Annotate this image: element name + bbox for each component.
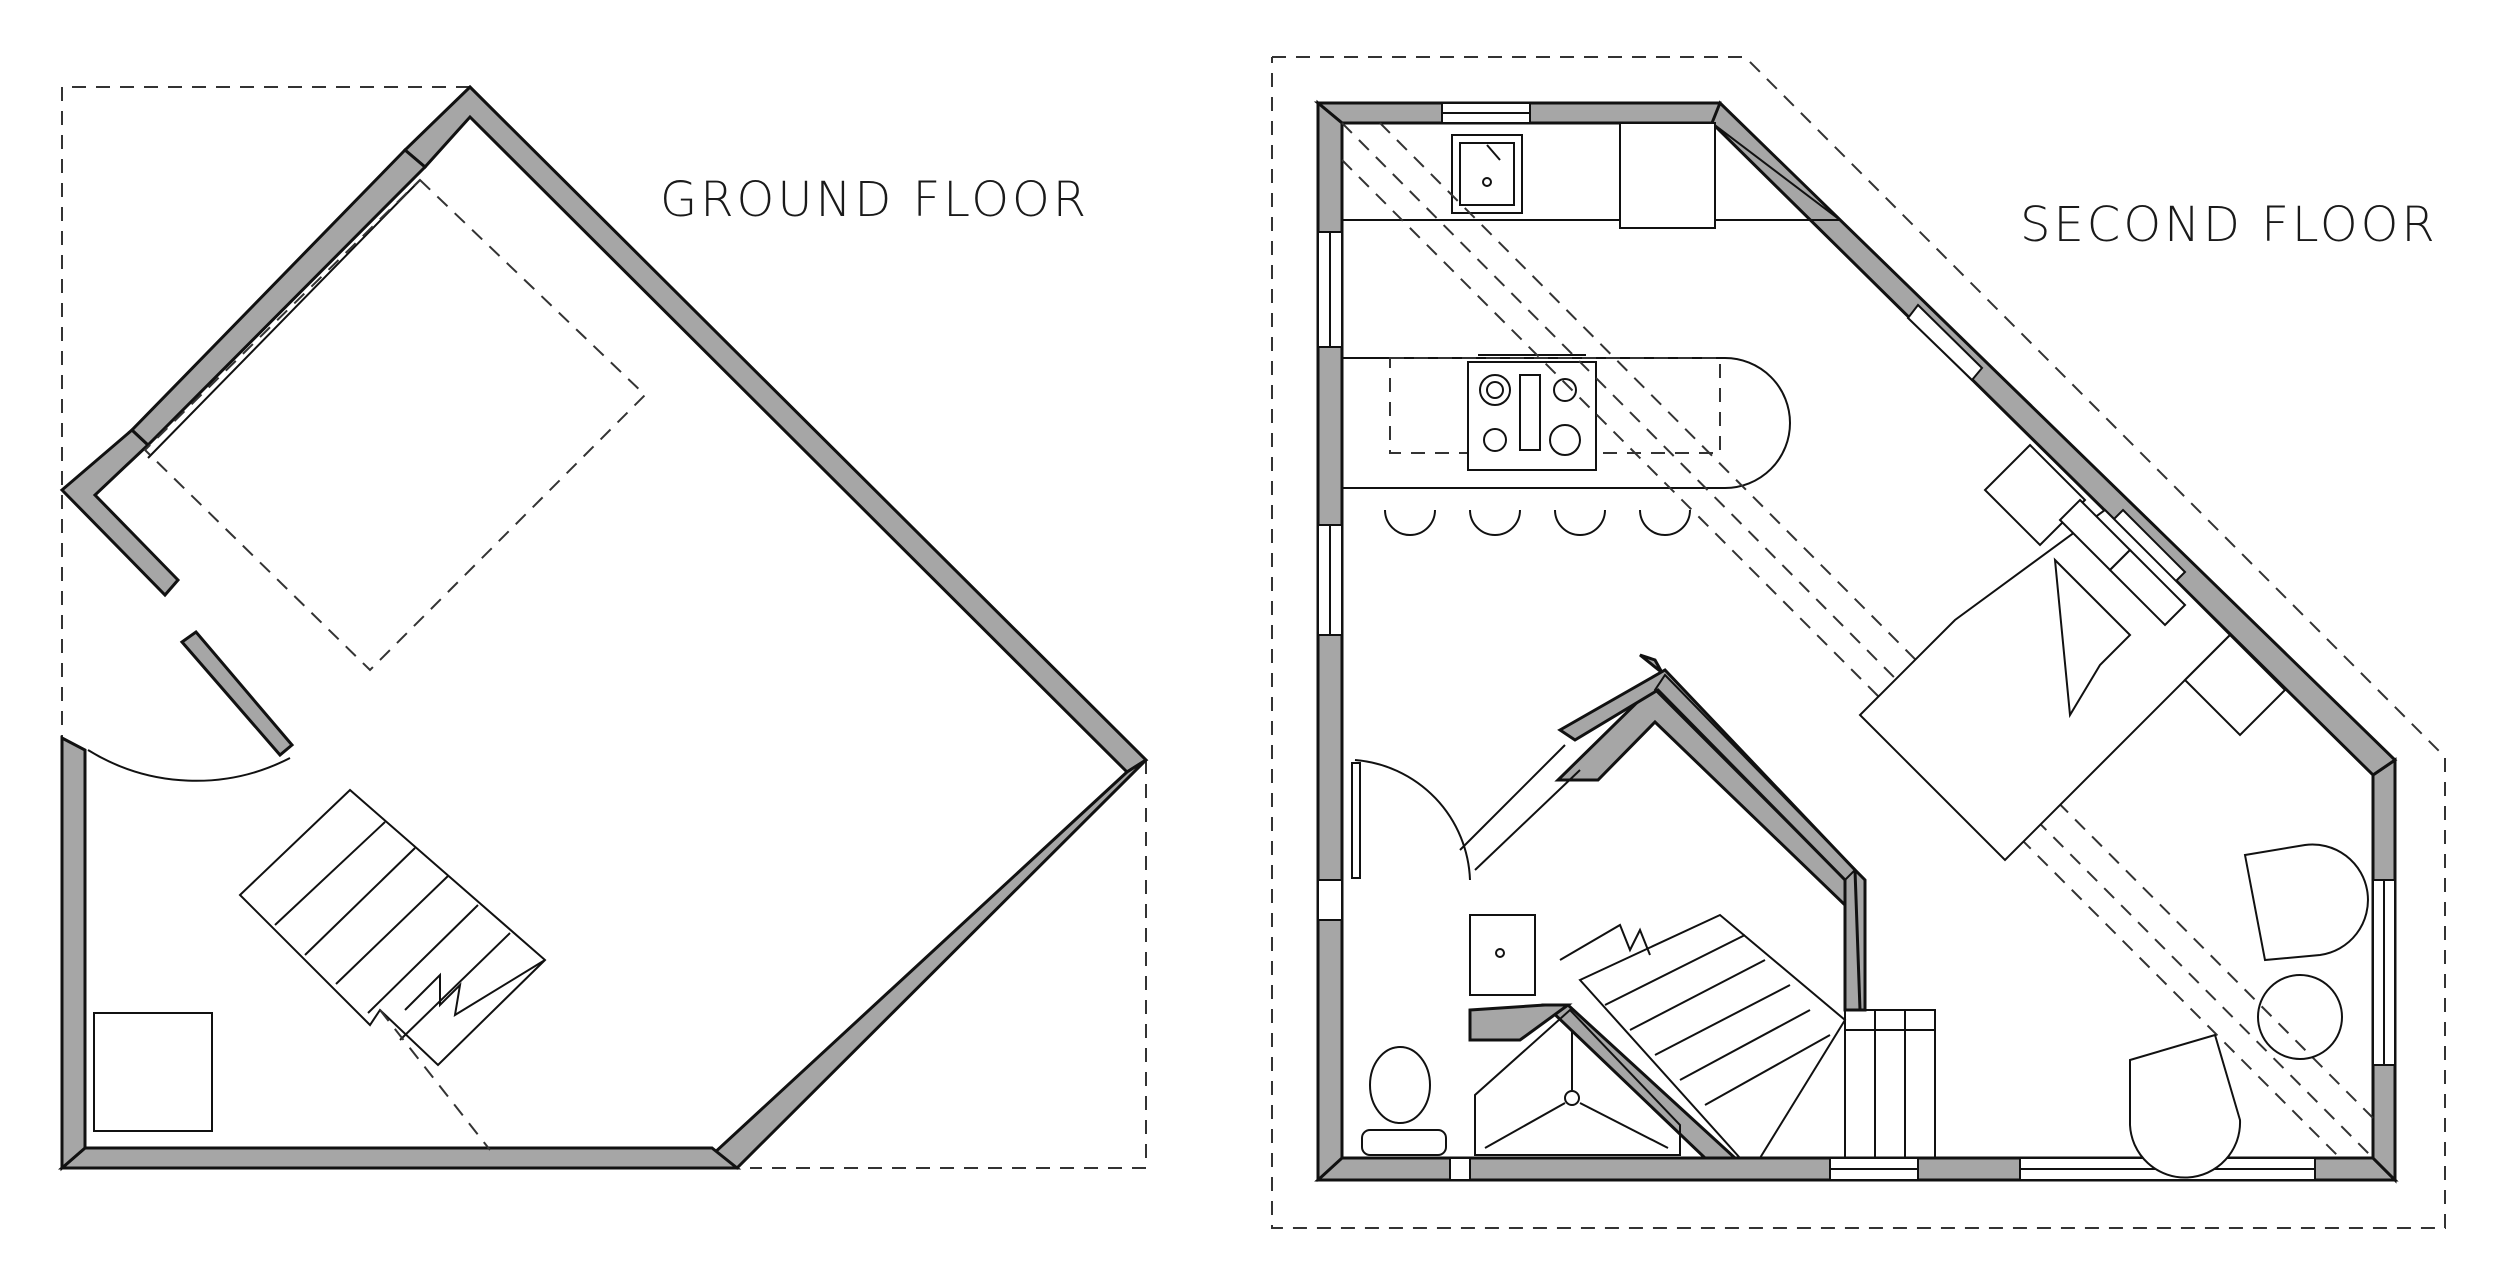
second-floor-windows — [1317, 102, 2396, 1181]
stool — [1639, 509, 1691, 536]
ground-floor-stairs — [238, 788, 547, 1067]
armchair — [2129, 1033, 2242, 1179]
parking-outline — [143, 178, 647, 672]
toilet — [1369, 1046, 1431, 1124]
second-floor-label: SECOND FLOOR — [2020, 197, 2438, 253]
stair-break-line — [1559, 923, 1651, 961]
armchair — [2243, 843, 2369, 962]
stool — [1469, 509, 1521, 536]
stair-break-line — [404, 959, 546, 1017]
side-table — [2257, 974, 2343, 1060]
entry-door-swing — [87, 749, 291, 782]
closet — [1653, 673, 1857, 882]
ground-floor-walls — [57, 84, 1149, 1172]
bathroom-door — [1351, 762, 1361, 879]
shower — [1474, 1008, 1681, 1156]
beam-line — [1341, 159, 2341, 1159]
second-floor-site-outline — [1271, 56, 2446, 1229]
ground-floor-plan — [57, 84, 1149, 1172]
second-floor-stairs — [1559, 913, 1936, 1159]
stair-below-dash — [379, 1009, 491, 1151]
bathroom-sink — [1469, 914, 1536, 996]
nightstand — [2183, 633, 2287, 737]
beam-line — [1341, 122, 2374, 1159]
ground-floor-equipment — [93, 1012, 213, 1132]
bathroom — [1351, 759, 1681, 1156]
refrigerator — [1619, 122, 1716, 229]
chairs — [2129, 843, 2369, 1179]
sink — [1451, 134, 1523, 214]
beam-line — [1379, 122, 2374, 1119]
kitchen-counter — [1342, 122, 1843, 229]
second-floor-plan — [1271, 56, 2446, 1229]
kitchen-island — [1342, 354, 1791, 536]
garage-door-line — [147, 179, 421, 459]
bathroom-door-swing — [1354, 759, 1471, 881]
stool — [1384, 509, 1436, 536]
bed — [1858, 443, 2287, 862]
ground-floor-window — [179, 629, 295, 758]
stool — [1554, 509, 1606, 536]
ground-floor-label: GROUND FLOOR — [660, 172, 1090, 228]
toilet-tank — [1361, 1129, 1447, 1156]
ground-floor-site-outline-right — [750, 760, 1147, 1169]
ground-floor-site-outline — [61, 86, 470, 760]
